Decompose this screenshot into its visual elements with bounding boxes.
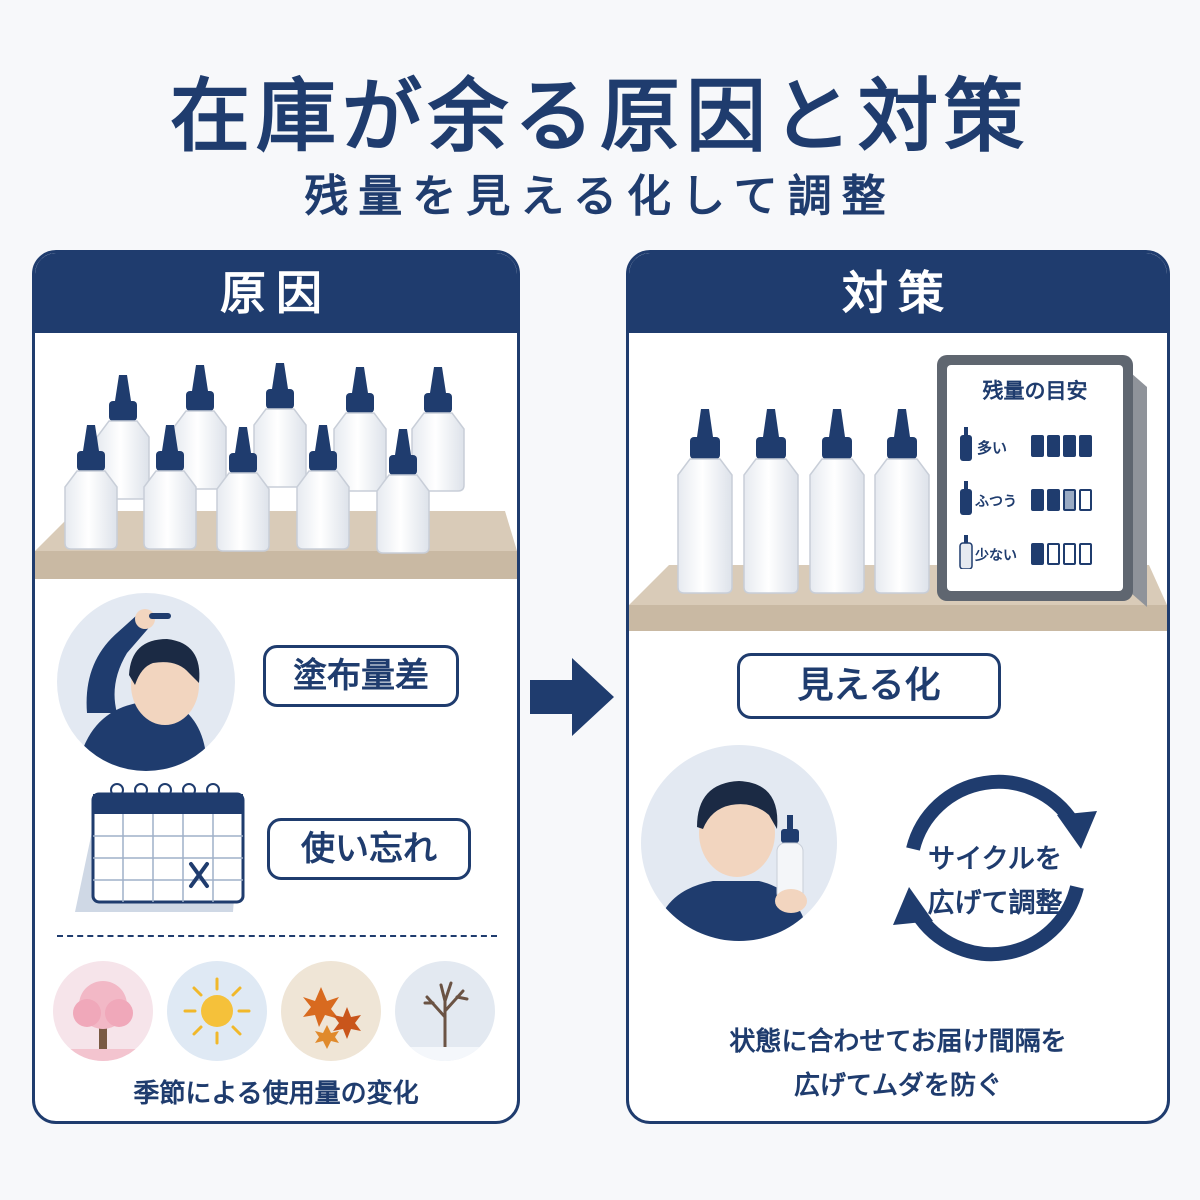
application-difference-label: 塗布量差	[263, 645, 459, 707]
calendar-icon	[57, 778, 253, 918]
board-row-label: 多い	[977, 439, 1008, 457]
countermeasure-panel: 対策	[626, 250, 1170, 1124]
person-applying-circle	[57, 593, 235, 771]
crowded-bottles-illustration	[35, 362, 517, 579]
main-title: 在庫が余る原因と対策	[170, 70, 1030, 163]
cycle-arrows-icon	[873, 753, 1117, 983]
remaining-amount-board: 残量の目安 多い ふつう	[935, 353, 1147, 607]
cherry-blossom-tree-icon	[53, 961, 153, 1061]
subtitle: 残量を見える化して調整	[304, 171, 896, 222]
cycle-text-line1: サイクルを	[928, 844, 1062, 875]
person-applying-icon	[77, 609, 207, 771]
sun-icon	[167, 961, 267, 1061]
crowded-shelf	[35, 333, 517, 593]
board-row-normal: ふつう	[935, 481, 1147, 521]
board-row-many: 多い	[935, 427, 1147, 467]
season-caption: 季節による使用量の変化	[133, 1079, 419, 1109]
person-checking-circle	[641, 745, 837, 941]
bottle-small-icon	[959, 535, 973, 573]
board-title: 残量の目安	[982, 379, 1088, 403]
right-arrow-icon	[526, 652, 616, 742]
winter-tree-icon	[395, 961, 495, 1061]
countermeasure-caption-line2: 広げてムダを防ぐ	[793, 1071, 1002, 1101]
countermeasure-heading: 対策	[629, 253, 1167, 333]
bottle-small-icon	[959, 427, 973, 465]
board-row-label: 少ない	[975, 548, 1017, 564]
person-checking-bottle-icon	[655, 781, 809, 941]
cycle-text-line2: 広げて調整	[927, 888, 1063, 919]
cause-heading: 原因	[35, 253, 517, 333]
countermeasure-caption-line1: 状態に合わせてお届け間隔を	[729, 1027, 1067, 1057]
board-row-label: ふつう	[975, 494, 1017, 510]
forgot-to-use-label: 使い忘れ	[267, 818, 471, 880]
visualization-label: 見える化	[737, 653, 1001, 719]
cause-panel: 原因	[32, 250, 520, 1124]
autumn-leaves-icon	[281, 961, 381, 1061]
bottle-small-icon	[959, 481, 973, 519]
dashed-divider	[57, 935, 497, 937]
board-row-few: 少ない	[935, 535, 1147, 575]
